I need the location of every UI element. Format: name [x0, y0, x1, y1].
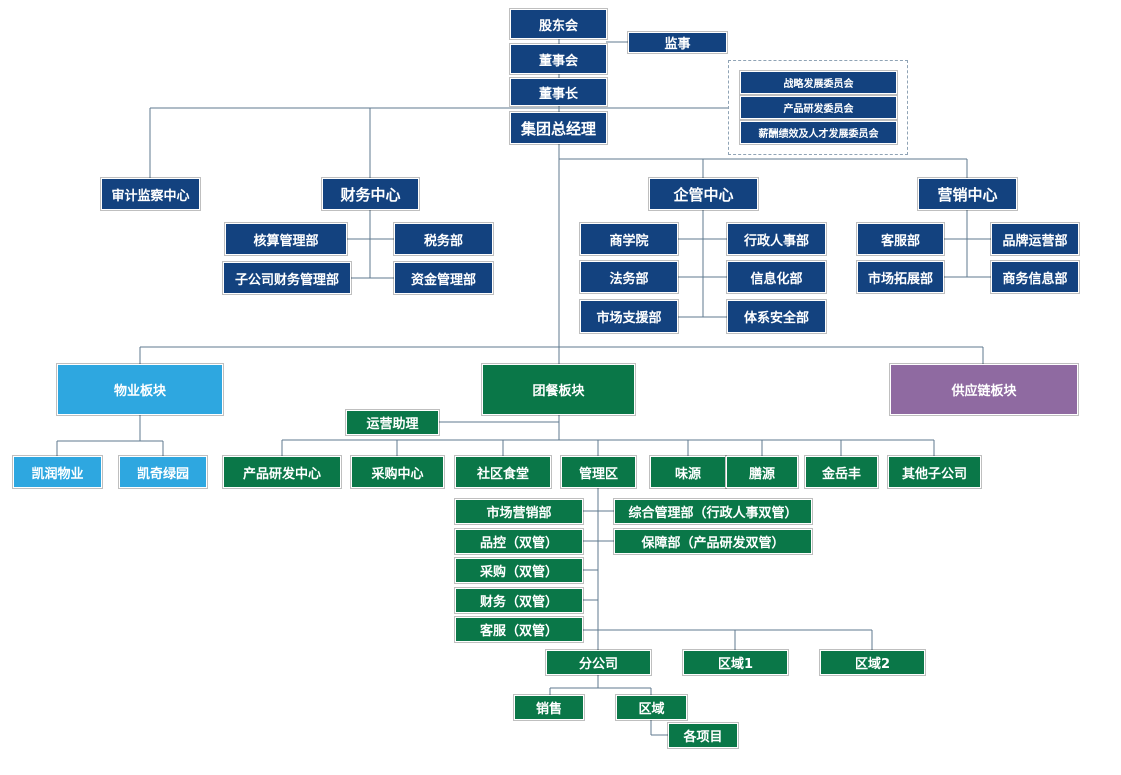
management-area-box: 管理区	[561, 456, 636, 488]
shanyuan-box: 膳源	[726, 456, 798, 488]
business-school-box: 商学院	[580, 223, 678, 255]
legal-dept-box: 法务部	[580, 261, 678, 293]
supervisor-box: 监事	[628, 32, 727, 53]
tax-dept-box: 税务部	[394, 223, 493, 255]
projects-box: 各项目	[668, 723, 738, 748]
accounting-dept-box: 核算管理部	[225, 223, 347, 255]
brand-ops-box: 品牌运营部	[991, 223, 1079, 255]
region-box: 区域	[616, 695, 687, 720]
supply-chain-sector-box: 供应链板块	[890, 364, 1078, 415]
branch-company-box: 分公司	[546, 650, 651, 675]
market-support-box: 市场支援部	[580, 300, 678, 333]
region-1-box: 区域1	[683, 650, 788, 675]
product-rd-center-box: 产品研发中心	[223, 456, 341, 488]
kaiqi-garden-box: 凯奇绿园	[119, 456, 207, 488]
ops-assistant-box: 运营助理	[346, 410, 439, 435]
subsidiary-finance-box: 子公司财务管理部	[223, 262, 351, 294]
treasury-dept-box: 资金管理部	[394, 262, 493, 294]
admin-hr-box: 行政人事部	[727, 223, 826, 255]
finance-dual-box: 财务（双管）	[455, 588, 583, 613]
it-dept-box: 信息化部	[727, 261, 826, 293]
committee-compensation: 薪酬绩效及人才发展委员会	[740, 121, 897, 144]
marketing-dept-box: 市场营销部	[455, 499, 583, 524]
catering-sector-box: 团餐板块	[482, 364, 635, 415]
finance-center-box: 财务中心	[322, 178, 419, 210]
region-2-box: 区域2	[820, 650, 925, 675]
kairun-property-box: 凯润物业	[13, 456, 102, 488]
board-box: 董事会	[510, 44, 607, 74]
procurement-center-box: 采购中心	[351, 456, 444, 488]
community-canteen-box: 社区食堂	[455, 456, 551, 488]
enterprise-center-box: 企管中心	[649, 178, 758, 210]
procurement-dual-box: 采购（双管）	[455, 558, 583, 583]
marketing-center-box: 营销中心	[918, 178, 1017, 210]
chairman-box: 董事长	[510, 78, 607, 106]
support-dept-box: 保障部（产品研发双管）	[614, 529, 812, 554]
property-sector-box: 物业板块	[57, 364, 223, 415]
shareholders-box: 股东会	[510, 9, 607, 39]
quality-control-box: 品控（双管）	[455, 529, 583, 554]
other-subsidiaries-box: 其他子公司	[888, 456, 981, 488]
weiyuan-box: 味源	[650, 456, 726, 488]
general-manager-box: 集团总经理	[510, 112, 607, 144]
jinyuefeng-box: 金岳丰	[805, 456, 878, 488]
business-info-box: 商务信息部	[991, 261, 1079, 293]
committee-group	[728, 60, 908, 155]
system-safety-box: 体系安全部	[727, 300, 826, 333]
committee-strategy: 战略发展委员会	[740, 71, 897, 94]
general-mgmt-box: 综合管理部（行政人事双管）	[614, 499, 812, 524]
customer-service-box: 客服部	[857, 223, 944, 255]
committee-product: 产品研发委员会	[740, 96, 897, 119]
market-expansion-box: 市场拓展部	[857, 261, 944, 293]
sales-box: 销售	[514, 695, 584, 720]
audit-center-box: 审计监察中心	[101, 178, 200, 210]
service-dual-box: 客服（双管）	[455, 617, 583, 642]
